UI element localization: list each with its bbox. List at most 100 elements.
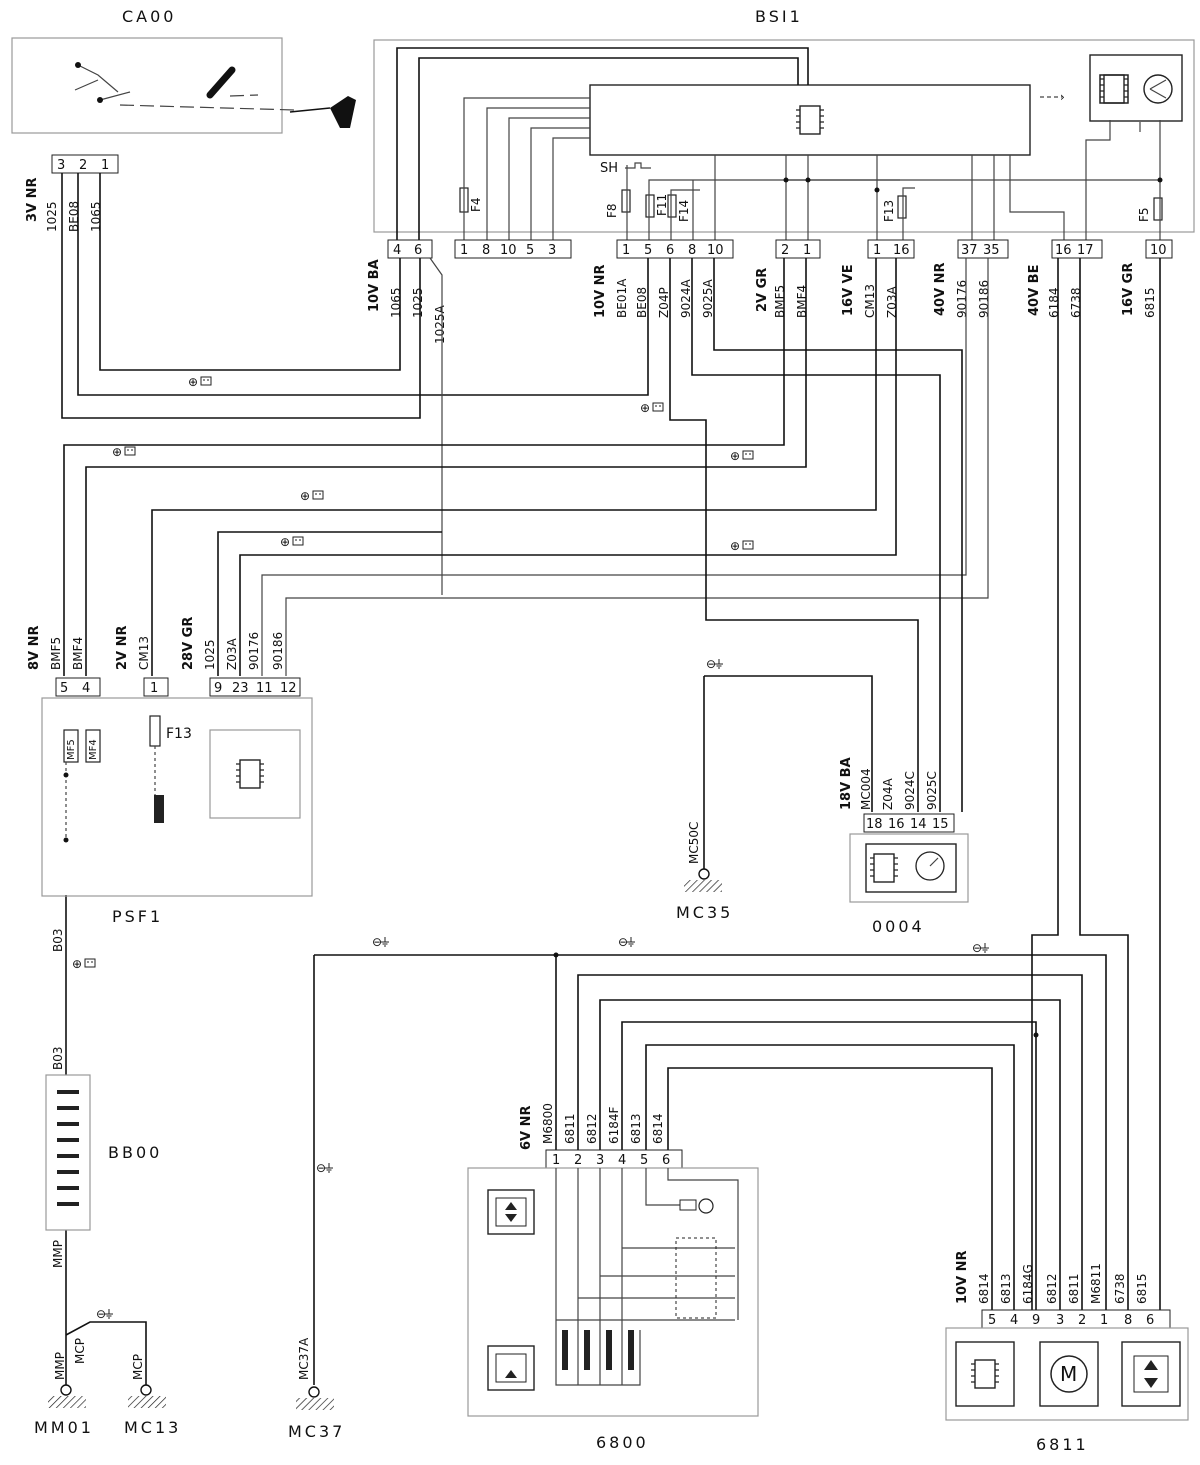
bsi-pin: 6	[414, 243, 422, 258]
bsi-wire: BMF4	[795, 285, 809, 318]
c6800-pin: 1	[552, 1153, 560, 1168]
c0004-pin: 15	[932, 817, 949, 832]
mc37-label: MC37	[288, 1422, 345, 1441]
c6811-wire: 6811	[1067, 1273, 1081, 1304]
bsi-pin: 2	[781, 243, 789, 258]
bsi-connector-label: 2V GR	[755, 268, 770, 312]
c6811-window-motor: 10V NR 6814 6813 6184G 6812 6811 M6811 6…	[945, 1250, 1189, 1454]
bsi-wire: 9024A	[679, 278, 693, 318]
bsi-pin: 8	[688, 243, 696, 258]
ca00-label: CA00	[122, 7, 176, 26]
c0004-wire: Z04A	[881, 778, 895, 810]
ground-wire: MCP	[131, 1354, 145, 1380]
c6800-connector-label: 6V NR	[519, 1105, 534, 1150]
psf-wire: CM13	[137, 636, 151, 670]
bsi-pin: 10	[500, 243, 517, 258]
psf-wire: 90186	[271, 632, 285, 670]
ca00-pin: 1	[101, 158, 109, 173]
c0004-wire: MC004	[859, 768, 873, 810]
bsi-wire: BE01A	[615, 278, 629, 318]
bsi-connector-label: 10V NR	[593, 264, 608, 318]
ca00-wire: BE08	[67, 201, 81, 232]
bsi-pin: 6	[666, 243, 674, 258]
bsi-pin: 1	[460, 243, 468, 258]
bsi-pin: 16	[1055, 243, 1072, 258]
bsi-wire: BMF5	[773, 285, 787, 318]
c6800-pin: 3	[596, 1153, 604, 1168]
ca00-connector-label: 3V NR	[25, 177, 40, 222]
psf-pin: 12	[280, 681, 297, 696]
fuse-f13: F13	[882, 200, 896, 222]
ca00-pin: 2	[79, 158, 87, 173]
c6800-pin: 2	[574, 1153, 582, 1168]
psf-relay: MF4	[88, 739, 99, 760]
bsi-pin: 4	[393, 243, 401, 258]
psf-relay: MF5	[66, 739, 77, 760]
bsi-pin: 8	[482, 243, 490, 258]
c6800-wire: 6814	[651, 1113, 665, 1144]
c6811-wire: 6184G	[1021, 1264, 1035, 1304]
mc35-label: MC35	[676, 903, 733, 922]
bsi-wire: 1025	[411, 287, 425, 318]
bsi-wire: 1065	[389, 287, 403, 318]
c0004-pin: 14	[910, 817, 927, 832]
c6800-label: 6800	[596, 1433, 649, 1452]
bsi-pin: 5	[526, 243, 534, 258]
psf-wire: BMF5	[49, 637, 63, 670]
ca00-wire: 1065	[89, 201, 103, 232]
c0004-wire: 9024C	[903, 771, 917, 810]
bsi-connector-label: 16V VE	[841, 264, 856, 316]
c6811-wire: 6814	[977, 1273, 991, 1304]
bsi-wire: 6815	[1143, 287, 1157, 318]
c6811-wire: 6738	[1113, 1273, 1127, 1304]
bsi-wire: CM13	[863, 284, 877, 318]
c0004-wire: 9025C	[925, 771, 939, 810]
bsi-pin: 10	[1150, 243, 1167, 258]
ground-wire: MMP	[53, 1352, 67, 1380]
ground-wire: MC50C	[687, 822, 701, 864]
grounds: MMP MCP MM01 MCP MC13 MC37A MC37 MC50C M…	[34, 822, 733, 1441]
fuse-f14: F14	[677, 200, 691, 222]
bsi1-label: BSI1	[755, 7, 803, 26]
bb00-label: BB00	[108, 1143, 162, 1162]
fuse-f4: F4	[469, 197, 483, 212]
bb00-wire: B03	[51, 928, 65, 952]
psf-pin: 4	[82, 681, 90, 696]
bsi-pin: 1	[622, 243, 630, 258]
bsi-pin: 35	[983, 243, 1000, 258]
bb00-wire: MMP	[51, 1240, 65, 1268]
ca00-connector: 3V NR 3 2 1 1025 BE08 1065	[25, 154, 119, 232]
svg-text:M: M	[1060, 1362, 1077, 1386]
bsi-pin: 17	[1077, 243, 1094, 258]
c6811-label: 6811	[1036, 1435, 1089, 1454]
c6811-pin: 3	[1056, 1313, 1064, 1328]
bsi-sh-label: SH	[600, 161, 618, 176]
bsi-wire: 1025A	[433, 304, 447, 344]
harness-wires	[61, 173, 1161, 1385]
bsi-wire: 90176	[955, 280, 969, 318]
c6811-wire: 6812	[1045, 1273, 1059, 1304]
bsi-connectors: 4 6 1 8 10 5 3 1 5 6 8 10 2 1 1 16 37 35…	[367, 239, 1173, 344]
c6811-pin: 1	[1100, 1313, 1108, 1328]
psf-fuse-f13: F13	[166, 726, 192, 742]
psf-pin: 23	[232, 681, 249, 696]
c0004-label: 0004	[872, 917, 925, 936]
bsi-wire: BE08	[635, 287, 649, 318]
c0004-connector-label: 18V BA	[839, 757, 854, 810]
c6811-pin: 9	[1032, 1313, 1040, 1328]
psf-wire: 1025	[203, 639, 217, 670]
c6811-wire: 6815	[1135, 1273, 1149, 1304]
bsi-pin: 16	[893, 243, 910, 258]
c6811-pin: 6	[1146, 1313, 1154, 1328]
c6800-wire: 6184F	[607, 1106, 621, 1144]
c6800-wire: 6812	[585, 1113, 599, 1144]
c6800-pin: 6	[662, 1153, 670, 1168]
c6800-wire: 6813	[629, 1113, 643, 1144]
bsi-pin: 1	[873, 243, 881, 258]
fuse-f5: F5	[1137, 207, 1151, 222]
ca00-pin: 3	[57, 158, 65, 173]
c6811-pin: 5	[988, 1313, 996, 1328]
bsi-pin: 1	[803, 243, 811, 258]
psf-pin: 5	[60, 681, 68, 696]
